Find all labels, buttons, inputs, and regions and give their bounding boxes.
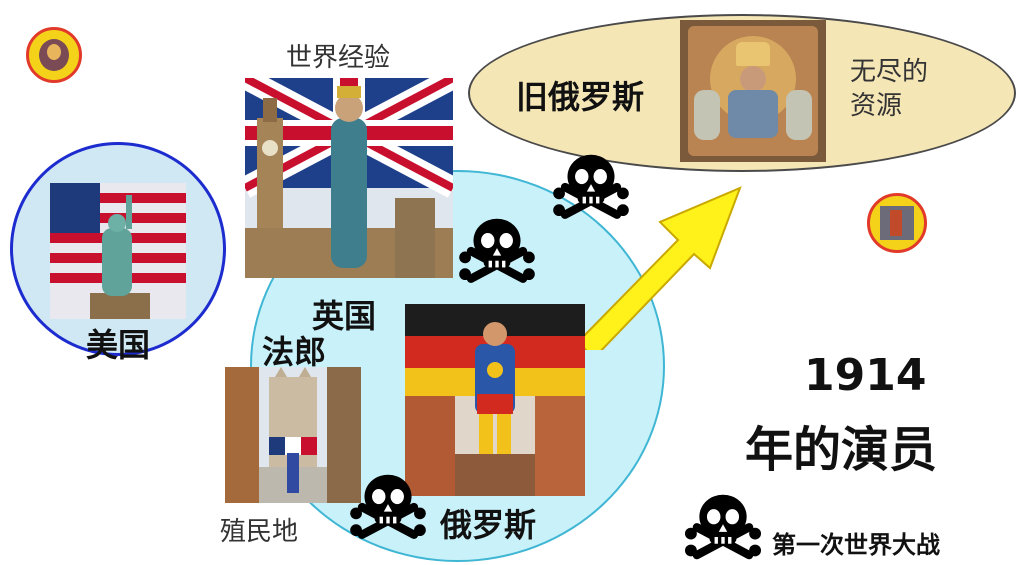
- skull-crossbones-icon: [350, 474, 426, 539]
- france-image: [225, 367, 361, 503]
- old-russia-label: 旧俄罗斯: [516, 78, 645, 116]
- tsar-image: [680, 20, 826, 162]
- russia-image: [405, 304, 585, 496]
- usa-image: [50, 183, 186, 319]
- skull-crossbones-icon: [685, 494, 761, 560]
- usa-label: 美国: [86, 326, 151, 364]
- colonies-label: 殖民地: [220, 517, 299, 547]
- medallion-icon: [26, 27, 82, 83]
- ww1-label: 第一次世界大战: [772, 531, 940, 559]
- year-label: 1914: [804, 350, 927, 401]
- arrow-to-resources-icon: [576, 186, 742, 350]
- russia-label: 俄罗斯: [440, 506, 537, 544]
- uk-label: 英国: [312, 297, 377, 335]
- skull-crossbones-icon: [459, 218, 535, 283]
- world-experience-label: 世界经验: [286, 43, 391, 73]
- skull-crossbones-icon: [553, 154, 629, 219]
- endless-resources-label: 无尽的 资源: [850, 57, 929, 121]
- uk-image: [245, 78, 453, 278]
- france-label: 法郎: [262, 333, 327, 371]
- actors-label: 年的演员: [745, 422, 938, 478]
- medallion-icon: [867, 193, 927, 253]
